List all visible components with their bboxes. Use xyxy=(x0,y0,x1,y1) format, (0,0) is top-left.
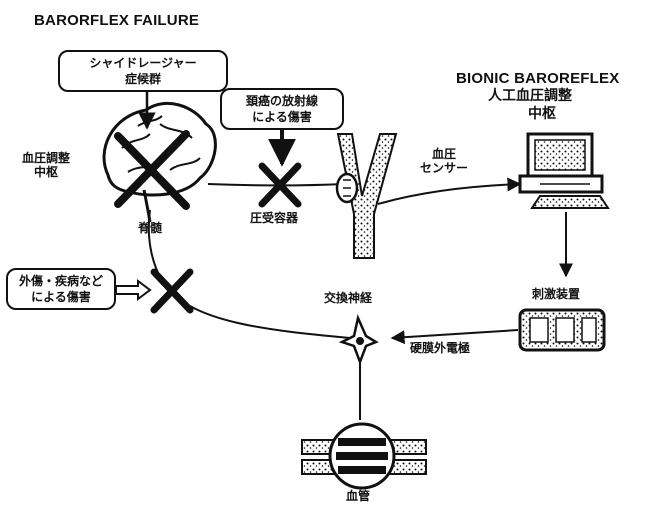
injury-line2: による傷害 xyxy=(16,289,106,305)
stimulation-arrow xyxy=(392,330,518,338)
bp-sensor-line1: 血圧 xyxy=(420,148,468,162)
sympathetic-nerve-label: 交換神経 xyxy=(324,292,372,306)
sympathetic-ganglion-icon xyxy=(342,318,376,362)
spinal-failure-cross-icon xyxy=(154,272,190,310)
injury-arrow xyxy=(116,281,150,299)
bp-sensor-label: 血圧 センサー xyxy=(420,148,468,176)
stimulator-label: 刺激装置 xyxy=(532,288,580,302)
epidural-electrode-label: 硬膜外電極 xyxy=(410,342,470,356)
blood-vessel-label: 血管 xyxy=(346,490,370,504)
bionic-baroreflex-title: BIONIC BAROREFLEX xyxy=(456,70,619,87)
bionic-subtitle: 人工血圧調整 xyxy=(488,88,572,104)
bp-center-line1: 血圧調整 xyxy=(22,152,70,166)
baroreceptor-label: 圧受容器 xyxy=(250,212,298,226)
injury-box: 外傷・疾病など による傷害 xyxy=(6,268,116,310)
bionic-center-label: 中枢 xyxy=(528,106,556,122)
baroreflex-failure-title: BARORFLEX FAILURE xyxy=(34,12,199,29)
shy-drager-line1: シャイドレージャー xyxy=(68,55,218,71)
bp-center-line2: 中枢 xyxy=(22,166,70,180)
stimulator-icon xyxy=(520,310,604,350)
computer-icon xyxy=(520,134,608,208)
sensor-line xyxy=(378,184,520,204)
carotid-artery-icon xyxy=(337,134,396,258)
bp-center-label: 血圧調整 中枢 xyxy=(22,152,70,180)
radiation-box: 頚癌の放射線 による傷害 xyxy=(220,88,344,130)
bp-sensor-line2: センサー xyxy=(420,162,468,176)
radiation-line2: による傷害 xyxy=(230,109,334,125)
spinal-cord-label: 脊髄 xyxy=(138,222,162,236)
injury-line1: 外傷・疾病など xyxy=(16,273,106,289)
spinal-cord-line xyxy=(149,210,350,338)
shy-drager-line2: 症候群 xyxy=(68,71,218,87)
shy-drager-box: シャイドレージャー 症候群 xyxy=(58,50,228,92)
blood-vessel-icon xyxy=(302,424,426,488)
radiation-line1: 頚癌の放射線 xyxy=(230,93,334,109)
